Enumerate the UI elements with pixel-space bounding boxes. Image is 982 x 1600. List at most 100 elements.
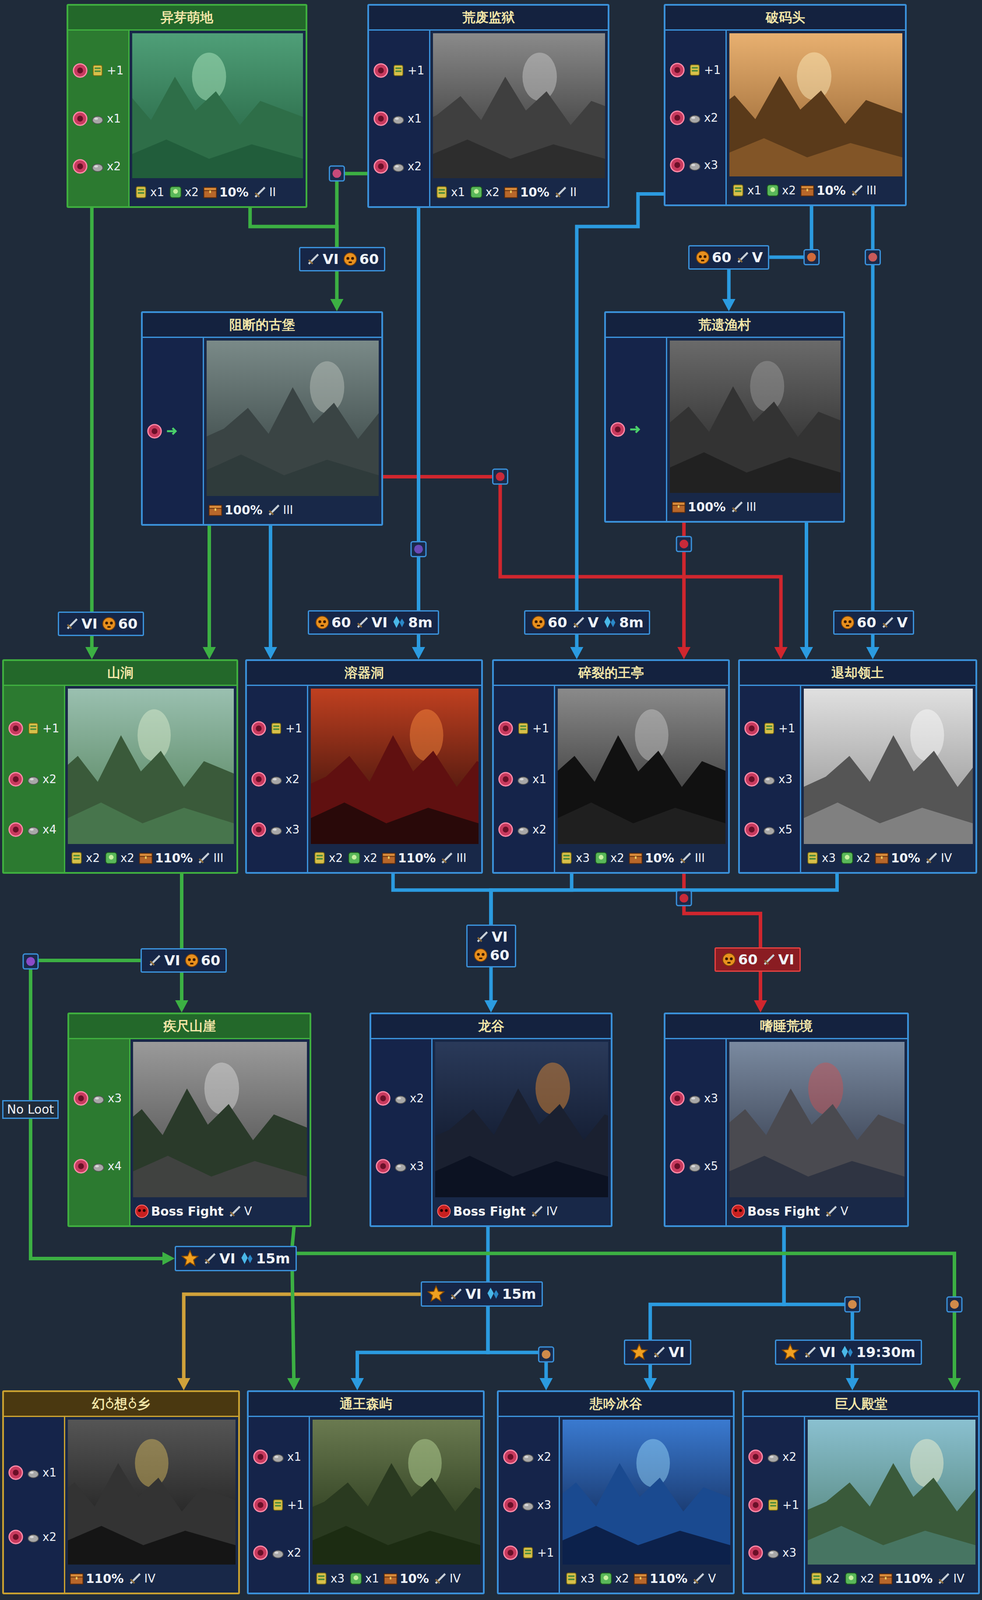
item-icon — [764, 182, 781, 199]
sword-icon-part — [694, 1579, 699, 1584]
skull-icon-part — [539, 620, 543, 623]
location-header: 阻断的古堡 — [142, 313, 382, 338]
sword-icon — [64, 615, 81, 632]
reward-count: x2 — [409, 1091, 424, 1106]
sword-icon-part — [308, 260, 313, 264]
gear-icon-part — [255, 827, 262, 833]
gear-icon — [609, 421, 627, 438]
stone-icon — [515, 822, 531, 838]
condition-value: V — [897, 614, 909, 631]
location-illustration-part — [562, 1463, 731, 1565]
sword-icon-part — [255, 187, 265, 198]
scroll-icon — [68, 850, 85, 866]
chest-icon-part — [139, 853, 152, 857]
scroll-icon-part — [563, 858, 570, 860]
location-header: 荒遗渔村 — [605, 313, 844, 338]
condition-value: 15m — [256, 1250, 291, 1268]
footer-value: x1 — [150, 185, 165, 199]
footer-value: 110% — [649, 1571, 688, 1587]
location-picture — [729, 1041, 905, 1198]
connector — [784, 1227, 853, 1340]
item-icon-part — [841, 852, 853, 864]
sword-icon — [923, 850, 940, 866]
sword-icon-part — [199, 853, 210, 863]
stone-icon — [270, 1449, 286, 1465]
location-illustration-part — [562, 1463, 731, 1565]
location-title: 异芽萌地 — [160, 8, 214, 27]
stone-icon-part — [689, 115, 701, 123]
footer-value: 100% — [224, 503, 263, 518]
arrow-icon — [627, 421, 644, 438]
gear-icon-part — [12, 725, 19, 732]
sword-icon-part — [205, 1253, 215, 1264]
location-title: 巨人殿堂 — [834, 1395, 888, 1414]
chest-icon — [207, 502, 224, 518]
stone-icon-part — [689, 1164, 701, 1172]
scroll-icon-part — [523, 1547, 533, 1559]
sword-icon — [432, 1570, 449, 1587]
sword-icon-part — [357, 617, 368, 628]
arrow-head — [330, 299, 344, 312]
skull-icon-part — [725, 957, 728, 961]
chest-icon — [202, 184, 219, 201]
location-illustration-part — [808, 1062, 844, 1115]
stone-icon-part — [95, 1097, 99, 1100]
reward-column — [605, 337, 668, 521]
connector — [287, 1271, 301, 1391]
location-illustration-part — [67, 735, 234, 845]
footer-value: 110% — [397, 851, 437, 866]
reward-count: x3 — [285, 823, 300, 837]
reward-row: x3 — [747, 1544, 804, 1562]
condition-box: VI60 — [299, 246, 386, 272]
arrow-head — [263, 647, 278, 660]
connector — [650, 1227, 785, 1340]
chest-icon-part — [639, 1576, 642, 1580]
condition-item: VI — [202, 1250, 236, 1268]
gear-icon-part — [12, 827, 19, 833]
reward-count: +1 — [42, 721, 60, 736]
gear-icon — [252, 1448, 269, 1466]
scroll-icon-part — [274, 1505, 282, 1507]
skull-icon-part — [343, 253, 357, 266]
condition-value: VI — [81, 615, 98, 633]
footer-value: III — [746, 500, 757, 514]
sword-icon-part — [130, 1579, 135, 1584]
footer-item: III — [266, 502, 294, 518]
footer-value: x2 — [120, 851, 135, 865]
scroll-icon — [311, 850, 328, 866]
scroll-icon — [313, 1570, 330, 1587]
condition-value: 15m — [502, 1285, 537, 1303]
sword-icon-part — [939, 1573, 950, 1584]
footer-value: IV — [144, 1572, 156, 1586]
connector-line — [491, 873, 572, 925]
location-picture — [206, 340, 379, 497]
location-illustration-part — [137, 709, 171, 761]
junction-icon — [844, 1297, 860, 1313]
footer-item: x2 — [843, 1570, 875, 1587]
gear-icon — [502, 1448, 519, 1466]
gear-icon — [372, 62, 390, 79]
sword-icon-part — [435, 1579, 440, 1584]
gear-icon — [7, 821, 25, 838]
stone-icon — [90, 111, 106, 127]
skull-icon-part — [727, 961, 731, 964]
gear-icon-part — [503, 1546, 518, 1560]
reward-count: +1 — [407, 63, 425, 78]
sword-icon — [305, 251, 322, 268]
chest-icon-part — [214, 508, 217, 511]
scroll-icon — [90, 63, 106, 78]
gear-icon-part — [502, 776, 509, 782]
condition-item: 60 — [101, 615, 138, 633]
gear-icon — [668, 1090, 686, 1107]
item-icon-part — [470, 186, 482, 198]
skull-icon-part — [532, 616, 546, 630]
location-illustration-part — [67, 1463, 236, 1565]
stone-icon — [520, 1497, 536, 1513]
condition-box: VI19:30m — [774, 1339, 923, 1366]
arrow-head — [947, 1378, 961, 1391]
location-illustration-part — [729, 76, 903, 177]
condition-item: 60 — [183, 952, 221, 969]
reward-count: x4 — [107, 1159, 122, 1173]
location-illustration-part — [204, 1062, 240, 1115]
location-body: +1x1x2x1x210%II — [369, 30, 608, 207]
